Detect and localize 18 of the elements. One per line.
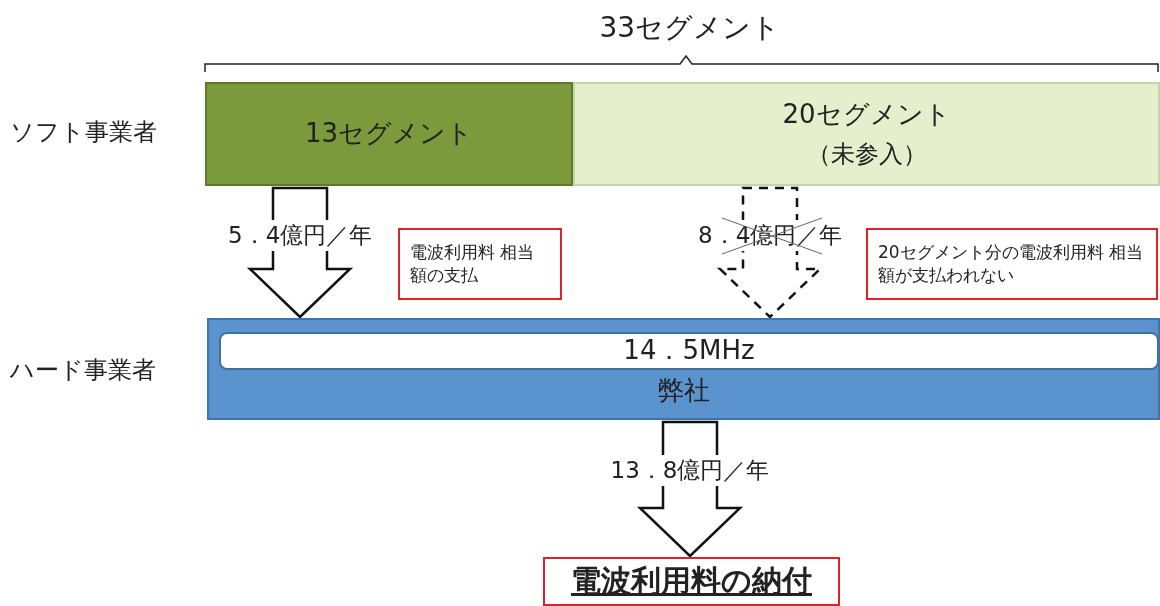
note-box: [866, 228, 1158, 300]
box-label: 14．5MHz: [623, 334, 755, 368]
segment-box: [205, 82, 573, 186]
box-label: 電波利用料の納付: [571, 562, 812, 601]
box-label: 20セグメント分の電波利用料 相当額が支払われない: [877, 241, 1145, 287]
box-label: 電波利用料 相当額の支払: [409, 241, 536, 287]
box-label: 弊社: [657, 374, 710, 408]
frequency-band: [219, 332, 1159, 370]
operator-band: [207, 318, 1160, 420]
box-label: 20セグメント: [782, 98, 951, 132]
dimension-label: 33セグメント: [599, 10, 781, 46]
row-label: ソフト事業者: [10, 117, 157, 148]
segment-box: [573, 82, 1160, 186]
result-box: [543, 557, 840, 606]
box-subtitle: （未参入）: [806, 139, 927, 171]
row-label: ハード事業者: [10, 355, 156, 386]
box-label: 13セグメント: [304, 117, 474, 151]
note-box: [398, 228, 562, 300]
